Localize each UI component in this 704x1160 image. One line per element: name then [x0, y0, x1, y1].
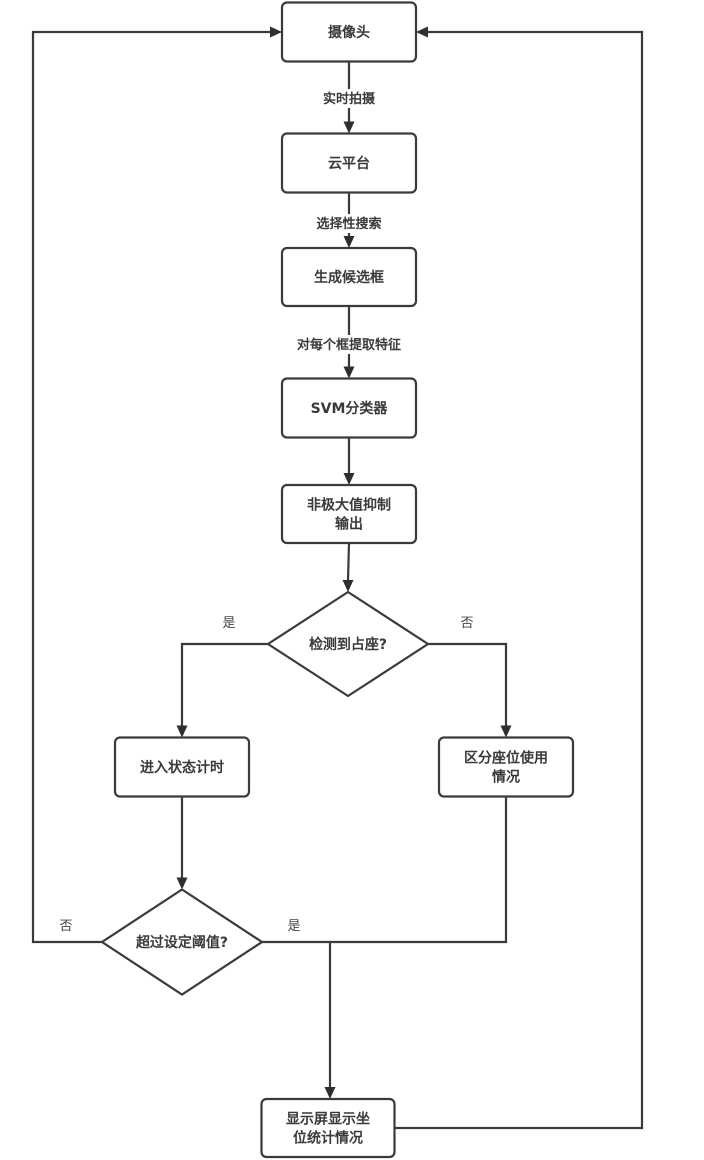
node-box	[280, 1, 418, 63]
node-box	[280, 483, 418, 545]
node-box	[280, 132, 418, 194]
edge-timer-to-threshold	[176, 796, 188, 890]
connector-line	[394, 30, 644, 1130]
node-timer: 进入状态计时	[113, 736, 251, 798]
arrowhead-icon	[270, 26, 282, 38]
arrowhead-icon	[500, 725, 512, 738]
arrowhead-icon	[324, 1087, 336, 1099]
edge-display-to-camera	[394, 26, 644, 1130]
edge-detect-to-distinguish	[428, 642, 512, 738]
arrowhead-icon	[343, 236, 355, 248]
edge-label: 是	[222, 616, 235, 631]
node-candidates: 生成候选框	[280, 246, 418, 308]
arrowhead-icon	[176, 725, 188, 738]
edge-svm-to-nms	[343, 437, 355, 485]
node-label: 显示屏显示坐	[286, 1111, 370, 1128]
edge-label: 是	[287, 919, 300, 934]
arrowhead-icon	[343, 121, 355, 134]
edge-distinguish-to-display	[330, 796, 508, 944]
edge-label: 选择性搜索	[316, 216, 381, 232]
node-camera: 摄像头	[280, 1, 418, 63]
decision-diamond	[265, 590, 431, 698]
connector-line	[330, 796, 508, 944]
node-box	[437, 736, 575, 798]
node-label: 生成候选框	[314, 269, 384, 286]
node-label: 进入状态计时	[140, 759, 224, 776]
edges-layer	[31, 26, 644, 1130]
node-cloud: 云平台	[280, 132, 418, 194]
connector-line	[180, 642, 268, 727]
node-detect: 检测到占座?	[265, 590, 431, 698]
connector-line	[31, 30, 271, 944]
node-box	[260, 1097, 396, 1159]
edge-label: 对每个框提取特征	[297, 337, 401, 353]
node-label: 摄像头	[328, 24, 370, 41]
node-label: 情况	[492, 769, 520, 786]
node-label: 超过设定阈值?	[135, 934, 228, 951]
edge-label: 实时拍摄	[323, 91, 376, 107]
node-box	[280, 377, 418, 439]
node-label: 云平台	[328, 155, 370, 172]
edge-detect-to-timer	[176, 642, 268, 738]
label-background	[309, 89, 389, 108]
nodes-layer: 摄像头云平台生成候选框SVM分类器非极大值抑制输出检测到占座?进入状态计时区分座…	[99, 1, 575, 1159]
node-label: SVM分类器	[311, 400, 389, 417]
edge-threshold-to-display	[262, 940, 336, 1099]
edge-label: 否	[460, 616, 473, 631]
connector-line	[428, 642, 508, 727]
node-box	[113, 736, 251, 798]
edge-nms-to-detect	[342, 542, 354, 592]
node-box	[280, 246, 418, 308]
node-label: 检测到占座?	[309, 636, 387, 653]
arrowhead-icon	[176, 877, 188, 890]
arrowhead-icon	[343, 366, 355, 379]
arrowhead-icon	[416, 26, 428, 38]
labels-layer: 实时拍摄选择性搜索对每个框提取特征是否否是	[59, 89, 474, 934]
arrowhead-icon	[343, 473, 355, 485]
label-background	[309, 214, 389, 233]
node-threshold: 超过设定阈值?	[99, 888, 265, 996]
decision-diamond	[99, 888, 265, 996]
node-svm: SVM分类器	[280, 377, 418, 439]
edge-threshold-to-camera	[31, 26, 282, 944]
edge-label: 否	[59, 919, 72, 934]
node-label: 区分座位使用	[464, 750, 548, 767]
node-label: 位统计情况	[293, 1130, 363, 1147]
connector-line	[346, 542, 351, 582]
node-label: 非极大值抑制	[307, 497, 391, 514]
label-background	[309, 335, 389, 354]
arrowhead-icon	[342, 580, 354, 592]
connector-line	[262, 940, 332, 1088]
node-label: 输出	[335, 516, 363, 533]
